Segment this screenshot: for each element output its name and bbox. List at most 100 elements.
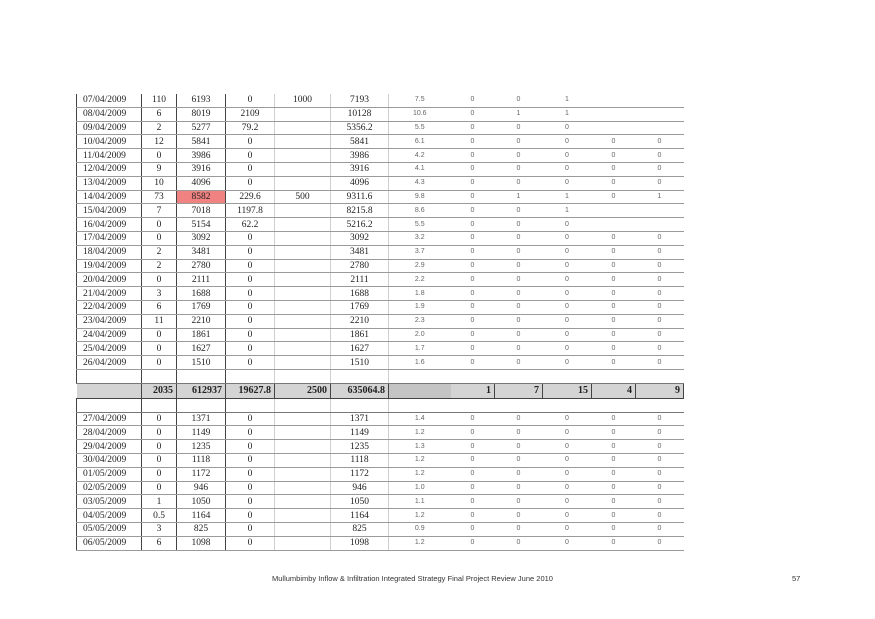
table-cell: 1510 [330, 355, 389, 370]
table-cell: 0 [450, 314, 495, 329]
table-cell: 0 [635, 508, 684, 523]
table-cell: 0 [542, 453, 592, 468]
table-cell: 0 [141, 341, 177, 357]
table-cell: 0 [225, 508, 275, 523]
table-cell: 1.2 [388, 536, 451, 551]
table-cell: 4096 [330, 176, 389, 191]
table-cell: 2210 [176, 314, 226, 329]
table-cell: 0 [225, 231, 275, 246]
date-cell: 23/04/2009 [76, 314, 142, 329]
table-cell: 3481 [176, 245, 226, 260]
table-cell: 0 [591, 259, 636, 274]
table-cell: 1.7 [388, 341, 451, 357]
table-cell: 2111 [176, 272, 226, 288]
table-cell: 1098 [330, 536, 389, 551]
table-cell: 0 [141, 467, 177, 482]
date-cell: 29/04/2009 [76, 439, 142, 454]
table-cell: 1 [542, 190, 592, 205]
table-cell [274, 121, 331, 136]
table-cell: 1 [542, 94, 592, 108]
table-cell: 0 [494, 134, 543, 150]
table-cell: 0.5 [141, 508, 177, 523]
table-cell: 3.7 [388, 245, 451, 260]
table-cell: 0 [450, 481, 495, 496]
table-cell: 5216.2 [330, 217, 389, 232]
table-cell: 0 [225, 259, 275, 274]
table-cell: 4.3 [388, 176, 451, 191]
table-cell: 0 [635, 162, 684, 177]
table-cell [274, 467, 331, 482]
table-cell: 0 [591, 453, 636, 468]
table-cell: 0 [494, 536, 543, 551]
table-cell: 0 [591, 176, 636, 191]
table-cell: 0 [494, 425, 543, 441]
date-cell: 13/04/2009 [76, 176, 142, 191]
table-cell: 3986 [176, 148, 226, 163]
table-cell: 1.8 [388, 286, 451, 301]
table-cell: 0 [494, 217, 543, 232]
date-cell: 24/04/2009 [76, 328, 142, 343]
table-cell: 3916 [176, 162, 226, 177]
table-cell: 0 [225, 176, 275, 191]
table-cell: 0 [494, 148, 543, 163]
table-cell: 0 [450, 355, 495, 370]
table-cell: 1 [635, 190, 684, 205]
table-cell: 0 [542, 259, 592, 274]
table-cell: 5277 [176, 121, 226, 136]
total-cell: 7 [494, 382, 543, 399]
table-cell: 0 [591, 231, 636, 246]
table-cell: 0 [542, 536, 592, 551]
table-cell: 0 [635, 148, 684, 163]
table-cell: 2109 [225, 107, 275, 122]
total-cell: 15 [542, 382, 592, 399]
date-cell: 16/04/2009 [76, 217, 142, 232]
table-cell: 0 [542, 176, 592, 191]
table-cell: 0 [450, 341, 495, 357]
table-cell: 0 [225, 453, 275, 468]
table-cell: 0 [494, 467, 543, 482]
table-cell [274, 439, 331, 454]
table-cell [274, 286, 331, 301]
table-cell [274, 425, 331, 441]
table-cell: 0 [225, 494, 275, 510]
table-cell: 0 [542, 355, 592, 370]
table-cell [274, 453, 331, 468]
table-cell: 1.2 [388, 467, 451, 482]
table-cell: 2 [141, 259, 177, 274]
table-cell: 1118 [176, 453, 226, 468]
table-cell: 1 [542, 203, 592, 219]
table-cell: 0 [635, 245, 684, 260]
table-cell [274, 328, 331, 343]
table-cell [635, 121, 684, 136]
total-cell: 4 [591, 382, 636, 399]
table-cell: 0.9 [388, 522, 451, 537]
table-cell: 0 [542, 425, 592, 441]
table-cell: 3916 [330, 162, 389, 177]
table-cell: 6 [141, 107, 177, 122]
table-cell: 0 [591, 162, 636, 177]
table-cell [274, 217, 331, 232]
table-cell: 0 [141, 439, 177, 454]
table-cell: 0 [635, 355, 684, 370]
table-cell: 500 [274, 190, 331, 205]
table-cell: 1627 [176, 341, 226, 357]
table-cell: 0 [225, 245, 275, 260]
table-cell [274, 314, 331, 329]
table-cell: 0 [450, 425, 495, 441]
table-cell: 1.0 [388, 481, 451, 496]
table-cell: 0 [591, 355, 636, 370]
total-cell: 2035 [141, 382, 177, 399]
table-cell: 11 [141, 314, 177, 329]
table-cell: 0 [141, 355, 177, 370]
table-cell: 110 [141, 94, 177, 108]
table-cell: 7193 [330, 94, 389, 108]
table-cell: 0 [450, 467, 495, 482]
table-cell [274, 162, 331, 177]
table-cell: 2.9 [388, 259, 451, 274]
